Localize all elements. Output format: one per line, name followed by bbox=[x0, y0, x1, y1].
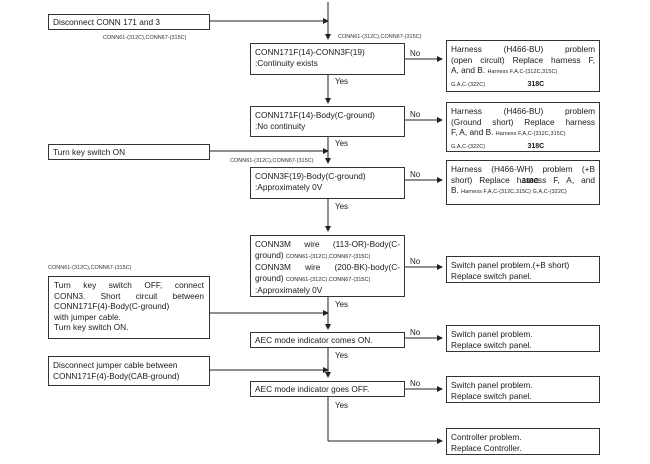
result-switch-panel-b-short: Switch panel problem.(+B short) Replace … bbox=[446, 256, 600, 283]
result-6-line-2: Replace switch panel. bbox=[451, 390, 532, 401]
result-4-line-1: Switch panel problem.(+B short) bbox=[451, 260, 570, 270]
result-harness-open-circuit: Harness (H466-BU) problem (open circuit)… bbox=[446, 40, 600, 92]
check-wire-voltage-box: CONN3M wire (113-OR)-Body(C- ground) CON… bbox=[250, 235, 405, 297]
yes-label-3: Yes bbox=[335, 202, 349, 211]
check-2-line-1: CONN171F(14)-Body(C-ground) bbox=[255, 110, 375, 120]
no-label-4: No bbox=[410, 257, 421, 266]
check-1-line-1: CONN171F(14)-CONN3F(19) bbox=[255, 47, 365, 57]
result-1-line-2: (open circuit) Replace harness F, bbox=[451, 54, 595, 65]
yes-label-1: Yes bbox=[335, 77, 349, 86]
check-continuity-box: CONN171F(14)-CONN3F(19) :Continuity exis… bbox=[250, 43, 405, 75]
no-label-6: No bbox=[410, 379, 421, 388]
check-2-line-2: :No continuity bbox=[255, 120, 306, 131]
no-label-3: No bbox=[410, 170, 421, 179]
result-5-line-1: Switch panel problem. bbox=[451, 329, 533, 339]
result-1-code: 318C bbox=[527, 80, 545, 88]
key-off-jumper-step: Turn key switch OFF, connect CONN3. Shor… bbox=[48, 276, 210, 339]
key-off-line-5: Turn key switch ON. bbox=[54, 322, 129, 333]
no-label-5: No bbox=[410, 328, 421, 337]
result-3-line-2: short) Replace harness F, A, and bbox=[451, 174, 595, 185]
result-3-ref: Harness F,A,C-(312C,315C) G,A,C-(322C) bbox=[461, 189, 567, 196]
result-5-line-2: Replace switch panel. bbox=[451, 339, 532, 350]
check-4-ref-1: CONN61-(312C),CONN67-(315C) bbox=[285, 253, 371, 260]
disconnect-jumper-step: Disconnect jumper cable between CONN171F… bbox=[48, 356, 210, 386]
result-1-line-3: A, and B. bbox=[451, 65, 486, 76]
check-aec-off-box: AEC mode indicator goes OFF. bbox=[250, 381, 405, 397]
no-label-2: No bbox=[410, 110, 421, 119]
check-6-text: AEC mode indicator goes OFF. bbox=[255, 384, 370, 394]
result-7-line-1: Controller problem. bbox=[451, 432, 522, 442]
key-off-line-1: Turn key switch OFF, connect bbox=[54, 280, 204, 290]
result-2-line-2: (Ground short) Replace harness bbox=[451, 116, 595, 127]
result-1-line-1: Harness (H466-BU) problem bbox=[451, 44, 595, 54]
result-2-ref-2: G,A,C-(322C) bbox=[451, 143, 486, 150]
result-4-line-2: Replace switch panel. bbox=[451, 270, 532, 281]
check-4-line-4: ground) bbox=[255, 272, 284, 283]
yes-label-5: Yes bbox=[335, 351, 349, 360]
check-1-reference: CONN61-(312C),CONN67-(315C) bbox=[338, 34, 422, 40]
result-6-line-1: Switch panel problem. bbox=[451, 380, 533, 390]
result-controller: Controller problem. Replace Controller. bbox=[446, 428, 600, 455]
turn-key-on-step: Turn key switch ON bbox=[48, 144, 210, 160]
check-4-line-5: :Approximately 0V bbox=[255, 285, 323, 296]
turn-key-on-text: Turn key switch ON bbox=[53, 147, 126, 157]
result-2-ref: Harness F,A,C-(312C,315C) bbox=[495, 131, 566, 138]
key-off-line-3: CONN171F(4)-Body(C-ground) bbox=[54, 301, 170, 312]
disconnect-jumper-line-2: CONN171F(4)-Body(CAB-ground) bbox=[53, 370, 180, 381]
key-off-line-4: with jumper cable. bbox=[54, 311, 121, 322]
check-4-line-1: CONN3M wire (113-OR)-Body(C- bbox=[255, 239, 400, 249]
disconnect-conn-reference: CONN61-(312C),CONN67-(315C) bbox=[103, 35, 187, 41]
result-2-line-3: F, A, and B. bbox=[451, 127, 494, 138]
result-3-line-1: Harness (H466-WH) problem (+B bbox=[451, 164, 595, 174]
key-off-line-2: CONN3. Short circuit between bbox=[54, 290, 204, 301]
result-2-line-1: Harness (H466-BU) problem bbox=[451, 106, 595, 116]
result-7-line-2: Replace Controller. bbox=[451, 442, 522, 453]
disconnect-jumper-line-1: Disconnect jumper cable between bbox=[53, 360, 178, 370]
check-4-ref-2: CONN61-(312C),CONN67-(315C) bbox=[285, 276, 371, 283]
result-3-line-3: B. bbox=[451, 185, 459, 196]
yes-label-2: Yes bbox=[335, 139, 349, 148]
no-label-1: No bbox=[410, 49, 421, 58]
result-switch-panel-1: Switch panel problem. Replace switch pan… bbox=[446, 325, 600, 352]
result-harness-b-short: Harness (H466-WH) problem (+B short) Rep… bbox=[446, 160, 600, 205]
result-1-ref: Harness F,A,C-(312C,315C) bbox=[487, 69, 558, 76]
check-4-line-2: ground) bbox=[255, 249, 284, 260]
disconnect-conn-step: Disconnect CONN 171 and 3 bbox=[48, 14, 210, 30]
check-no-continuity-box: CONN171F(14)-Body(C-ground) :No continui… bbox=[250, 106, 405, 137]
check-3-line-2: :Approximately 0V bbox=[255, 181, 323, 192]
check-3-reference: CONN61-(312C),CONN67-(315C) bbox=[230, 158, 314, 164]
check-3-line-1: CONN3F(19)-Body(C-ground) bbox=[255, 171, 366, 181]
yes-label-6: Yes bbox=[335, 401, 349, 410]
yes-label-4: Yes bbox=[335, 300, 349, 309]
check-4-line-3: CONN3M wire (200-BK)-body(C- bbox=[255, 262, 400, 273]
check-aec-on-box: AEC mode indicator comes ON. bbox=[250, 332, 405, 348]
check-5-text: AEC mode indicator comes ON. bbox=[255, 335, 373, 345]
result-2-code: 318C bbox=[527, 142, 545, 150]
disconnect-conn-text: Disconnect CONN 171 and 3 bbox=[53, 17, 160, 27]
result-switch-panel-2: Switch panel problem. Replace switch pan… bbox=[446, 376, 600, 403]
result-1-ref-2: G,A,C-(322C) bbox=[451, 81, 486, 88]
result-3-code: 318C bbox=[522, 178, 539, 185]
key-off-reference: CONN61-(312C),CONN67-(315C) bbox=[48, 265, 132, 271]
check-voltage-box: CONN3F(19)-Body(C-ground) :Approximately… bbox=[250, 167, 405, 199]
result-harness-ground-short: Harness (H466-BU) problem (Ground short)… bbox=[446, 102, 600, 152]
check-1-line-2: :Continuity exists bbox=[255, 57, 318, 68]
